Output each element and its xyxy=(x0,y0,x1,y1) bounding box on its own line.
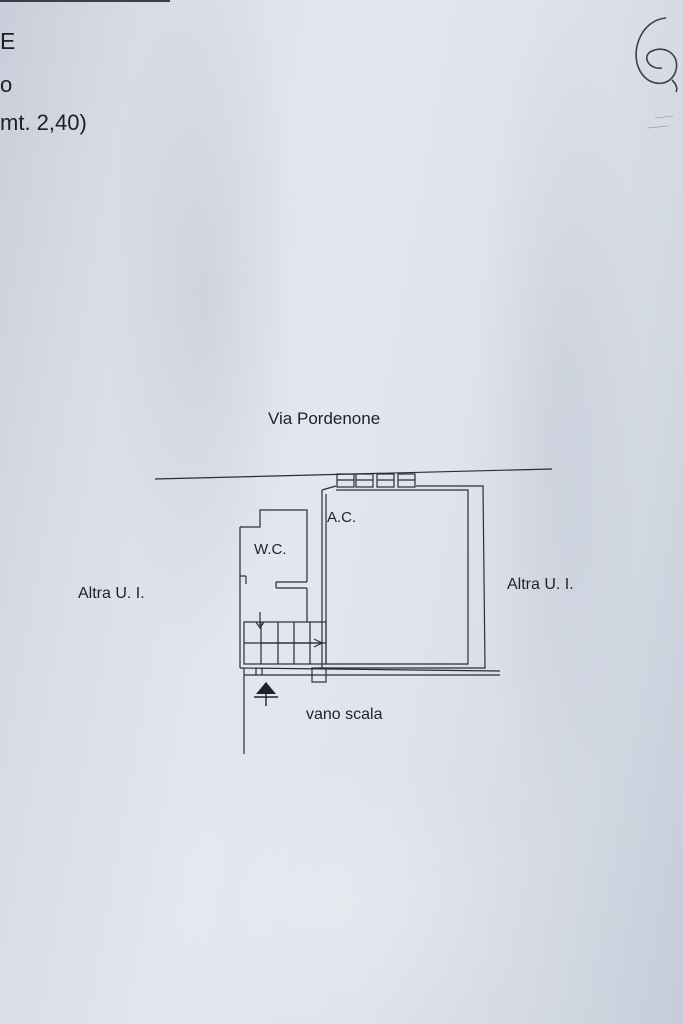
neighbor-right-label: Altra U. I. xyxy=(507,576,574,593)
main-room-walls xyxy=(321,485,486,669)
entrance-arrow-icon xyxy=(254,682,278,706)
handwritten-page-number xyxy=(635,17,678,93)
header-height-note: mt. 2,40) xyxy=(0,110,87,135)
stairwell-boundary xyxy=(239,667,501,754)
paper-marks xyxy=(647,115,674,129)
room-wc-label: W.C. xyxy=(254,541,287,558)
neighbor-left-label: Altra U. I. xyxy=(78,585,145,602)
wc-room-walls xyxy=(239,509,308,668)
street-label: Via Pordenone xyxy=(268,409,381,428)
top-border-line xyxy=(0,0,170,2)
header-subtitle-fragment: o xyxy=(0,72,13,97)
room-main-label: A.C. xyxy=(327,509,357,526)
internal-stairs xyxy=(243,612,327,665)
facade-windows xyxy=(336,473,416,488)
header-title-fragment: E xyxy=(0,28,16,54)
stairwell-label: vano scala xyxy=(306,706,383,723)
